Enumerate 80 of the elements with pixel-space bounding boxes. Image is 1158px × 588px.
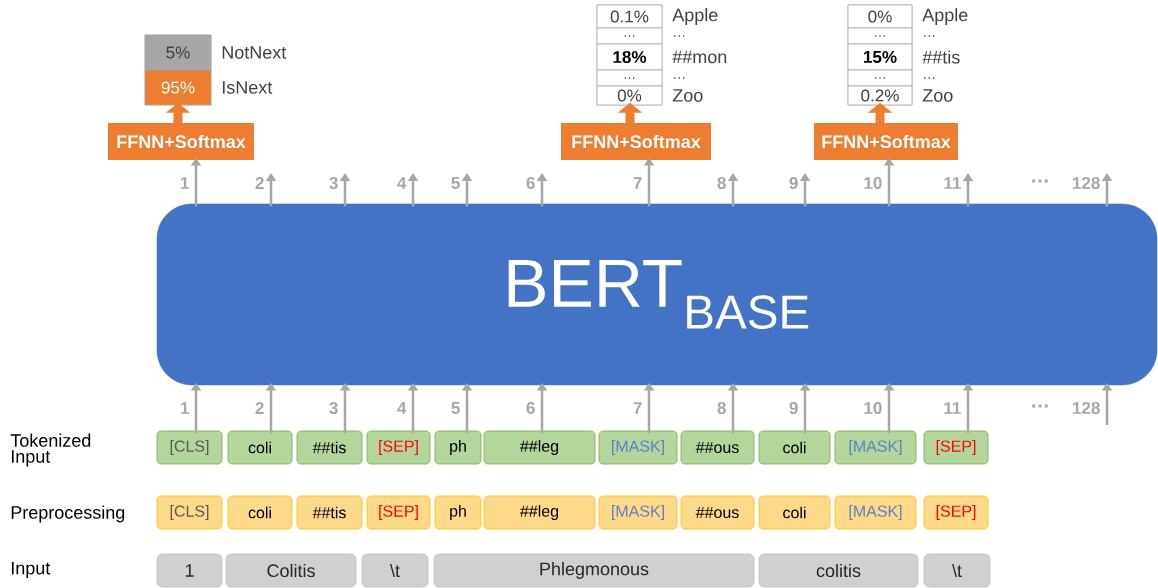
token-box: ##leg — [483, 430, 596, 465]
preprocessed-token-box: ##ous — [680, 495, 755, 530]
position-number: 10 — [864, 176, 882, 190]
token-box: [MASK] — [598, 430, 678, 465]
preprocessed-token-box: [MASK] — [598, 495, 678, 530]
position-number: 10 — [864, 401, 882, 415]
table-cell: 0% — [847, 4, 913, 29]
position-number: 8 — [717, 176, 726, 190]
position-number: 1 — [181, 177, 189, 189]
input-box: Colitis — [225, 553, 357, 588]
ellipsis-mark: … — [1032, 179, 1048, 183]
ffnn-box: FFNN+Softmax — [108, 123, 254, 160]
position-number: 2 — [255, 402, 264, 414]
position-number: 6 — [526, 176, 535, 190]
input-box: 1 — [156, 553, 223, 588]
model-block: BERT$_{BASE}$ — [156, 203, 1158, 386]
preprocessed-token-box: [SEP] — [923, 495, 989, 530]
table-cell: 0.1% — [596, 4, 663, 29]
position-number: 3 — [329, 401, 338, 415]
position-number: 128 — [1073, 401, 1100, 415]
table-cell: 15% — [847, 43, 913, 71]
token-box: ##ous — [680, 430, 755, 465]
table-cell: 5% — [144, 34, 212, 71]
token-label: Apple — [922, 8, 968, 25]
position-number: 2 — [255, 177, 264, 189]
token-label: NotNext — [222, 46, 287, 59]
position-number: 9 — [789, 401, 798, 415]
position-number: 9 — [789, 176, 798, 190]
table-cell: 0.2% — [847, 85, 913, 106]
preprocessed-token-box: [MASK] — [834, 495, 917, 530]
token-box: coli — [758, 430, 831, 465]
preprocessed-token-box: ##tis — [296, 495, 363, 530]
preprocessed-token-box: coli — [227, 495, 293, 530]
position-number: 3 — [329, 176, 338, 190]
token-label: IsNext — [222, 81, 273, 94]
position-number: 6 — [526, 401, 535, 415]
table-cell: 0% — [596, 85, 663, 106]
token-label: ##tis — [922, 50, 960, 64]
position-number: 4 — [397, 177, 407, 189]
preprocessed-token-box: ph — [434, 495, 482, 530]
ellipsis-mark: … — [1032, 404, 1048, 408]
token-label: Zoo — [922, 89, 953, 102]
position-number: 11 — [944, 402, 961, 414]
token-label: … — [674, 35, 685, 37]
position-number: 128 — [1073, 176, 1100, 190]
input-box: \t — [923, 553, 991, 588]
ffnn-box: FFNN+Softmax — [814, 123, 958, 160]
token-label: ##mon — [672, 50, 727, 64]
row-label: Tokenized Input — [10, 433, 91, 467]
token-box: [SEP] — [366, 430, 431, 465]
input-box: colitis — [758, 553, 919, 588]
ffnn-box: FFNN+Softmax — [561, 123, 711, 160]
token-box: coli — [227, 430, 293, 465]
input-box: \t — [361, 553, 429, 588]
token-label: … — [674, 77, 685, 79]
preprocessed-token-box: ##leg — [483, 495, 596, 530]
token-label: … — [924, 77, 935, 79]
token-box: ##tis — [296, 430, 363, 465]
token-label: Zoo — [672, 89, 703, 102]
row-label: Preprocessing — [11, 505, 125, 523]
position-number: 1 — [181, 402, 189, 414]
token-box: [CLS] — [156, 430, 223, 465]
position-number: 8 — [717, 401, 726, 415]
position-number: 4 — [397, 402, 407, 414]
position-number: 7 — [633, 402, 642, 414]
input-box: Phlegmonous — [433, 553, 755, 588]
preprocessed-token-box: coli — [758, 495, 831, 530]
token-box: [MASK] — [834, 430, 917, 465]
position-number: 5 — [451, 177, 460, 189]
preprocessed-token-box: [CLS] — [156, 495, 223, 530]
table-cell: 18% — [596, 43, 663, 71]
token-box: [SEP] — [923, 430, 989, 465]
row-label: Input — [11, 561, 51, 579]
token-box: ph — [434, 430, 482, 465]
preprocessed-token-box: [SEP] — [366, 495, 431, 530]
token-label: … — [924, 35, 935, 37]
position-number: 7 — [633, 177, 642, 189]
token-label: Apple — [672, 8, 718, 25]
position-number: 5 — [451, 402, 460, 414]
position-number: 11 — [944, 177, 961, 189]
